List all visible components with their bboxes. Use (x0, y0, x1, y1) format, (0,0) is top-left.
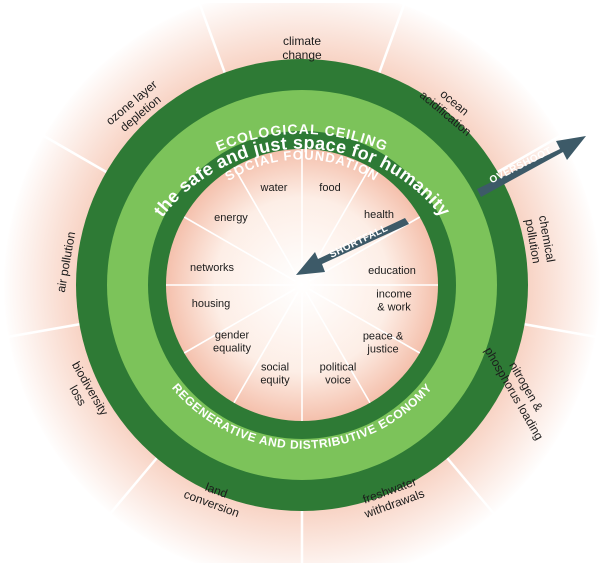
label-health: health (364, 209, 394, 221)
label-networks: networks (190, 262, 235, 274)
outer-dividers (6, 2, 598, 566)
label-food: food (319, 182, 340, 194)
outer-divider-line (6, 323, 80, 339)
inner-dividers (166, 149, 438, 421)
social-foundation-labels: water food health education income& work peac… (190, 182, 416, 387)
outer-divider-line (41, 133, 107, 174)
outer-divider-line (446, 457, 496, 516)
inner-divider-line (308, 288, 421, 354)
label-peace-justice: peace &justice (363, 331, 404, 356)
outer-divider-line (497, 133, 563, 174)
outer-divider-line (108, 457, 158, 516)
inner-divider-line (308, 216, 421, 282)
label-income-work: income& work (376, 289, 411, 314)
label-education: education (368, 265, 416, 277)
social-shortfall-zone (166, 149, 438, 421)
outer-divider-line (378, 2, 406, 74)
label-housing: housing (192, 298, 231, 310)
label-energy: energy (214, 212, 248, 224)
inner-divider-line (183, 216, 296, 282)
inner-divider-line (305, 291, 371, 404)
inner-divider-line (233, 291, 299, 404)
inner-divider-line (233, 166, 299, 279)
inner-divider-line (183, 288, 296, 354)
outer-divider-line (198, 2, 226, 74)
label-water: water (260, 182, 288, 194)
outer-divider-line (524, 323, 598, 339)
